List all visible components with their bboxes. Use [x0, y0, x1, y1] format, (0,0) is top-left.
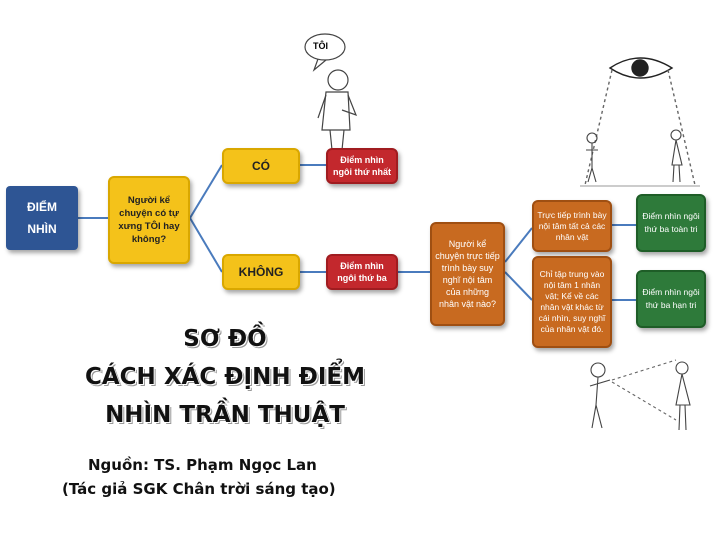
- limited-node: Điểm nhìn ngôi thứ ba hạn tri: [636, 270, 706, 328]
- option-one-character-node: Chỉ tập trung vào nội tâm 1 nhân vật; Kể…: [532, 256, 612, 348]
- two-characters-bottom-illustration: [589, 359, 691, 431]
- no-node: KHÔNG: [222, 254, 300, 290]
- speech-bubble-text: TÔI: [313, 41, 328, 51]
- connector-question2-one: [504, 271, 533, 301]
- source-line-1: Nguồn: TS. Phạm Ngọc Lan: [88, 456, 317, 474]
- source-line-2: (Tác giả SGK Chân trời sáng tạo): [62, 480, 336, 498]
- two-characters-top-illustration: [580, 129, 700, 187]
- connector-question2-all: [504, 227, 533, 263]
- connector-question-yes: [189, 164, 223, 219]
- speaking-person-illustration: [304, 33, 358, 151]
- question-inner-thoughts-node: Người kể chuyện trực tiếp trình bày suy …: [430, 222, 505, 326]
- third-person-node: Điểm nhìn ngôi thứ ba: [326, 254, 398, 290]
- omniscient-node: Điểm nhìn ngôi thứ ba toàn tri: [636, 194, 706, 252]
- title-line-2: CÁCH XÁC ĐỊNH ĐIỂM: [85, 364, 365, 390]
- eye-illustration: [584, 57, 696, 186]
- connector-question-no: [189, 217, 223, 273]
- option-all-characters-node: Trực tiếp trình bày nội tâm tất cả các n…: [532, 200, 612, 252]
- title-line-3: NHÌN TRẦN THUẬT: [105, 402, 345, 428]
- first-person-node: Điểm nhìn ngôi thứ nhất: [326, 148, 398, 184]
- question-first-person-node: Người kể chuyện có tự xưng TÔI hay không…: [108, 176, 190, 264]
- title-line-1: SƠ ĐỒ: [183, 326, 267, 352]
- yes-node: CÓ: [222, 148, 300, 184]
- root-node: ĐIỂM NHÌN: [6, 186, 78, 250]
